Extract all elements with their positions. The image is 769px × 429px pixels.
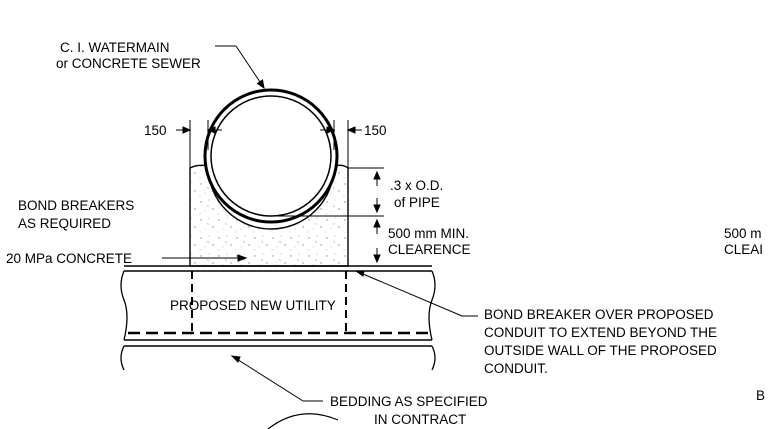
bond-breaker-note-line3: OUTSIDE WALL OF THE PROPOSED: [484, 343, 717, 358]
clearance-label-line2: CLEARENCE: [388, 242, 471, 257]
dim-right-label: 150: [364, 123, 387, 138]
vertical-dimensions: [271, 167, 384, 267]
od-label-line1: .3 x O.D.: [390, 178, 443, 193]
concrete-label: 20 MPa CONCRETE: [6, 251, 132, 266]
utility-label: PROPOSED NEW UTILITY: [170, 298, 336, 313]
pipe: [203, 88, 339, 224]
pipe-label-line1: C. I. WATERMAIN: [60, 40, 170, 55]
bond-breakers-line2: AS REQUIRED: [18, 216, 111, 231]
proposed-conduit: [120, 265, 436, 371]
bond-breakers-line1: BOND BREAKERS: [18, 198, 134, 213]
dim-left-label: 150: [144, 123, 167, 138]
bedding-label-line2: IN CONTRACT: [374, 412, 466, 427]
bedding-label-line1: BEDDING AS SPECIFIED: [330, 394, 488, 409]
right-clipped-b: B: [756, 388, 765, 403]
dimension-150: [176, 120, 362, 168]
od-label-line2: of PIPE: [394, 195, 440, 210]
bond-breaker-note-line1: BOND BREAKER OVER PROPOSED: [484, 307, 714, 322]
right-clipped-line1: 500 m: [724, 226, 762, 241]
clearance-label-line1: 500 mm MIN.: [388, 226, 469, 241]
pipe-label-line2: or CONCRETE SEWER: [56, 56, 201, 71]
bond-breaker-note-line4: CONDUIT.: [484, 361, 548, 376]
right-clipped-line2: CLEAI: [724, 242, 763, 257]
callout-circle: [267, 413, 339, 429]
leaders: [162, 45, 478, 402]
bond-breaker-note-line2: CONDUIT TO EXTEND BEYOND THE: [484, 325, 717, 340]
